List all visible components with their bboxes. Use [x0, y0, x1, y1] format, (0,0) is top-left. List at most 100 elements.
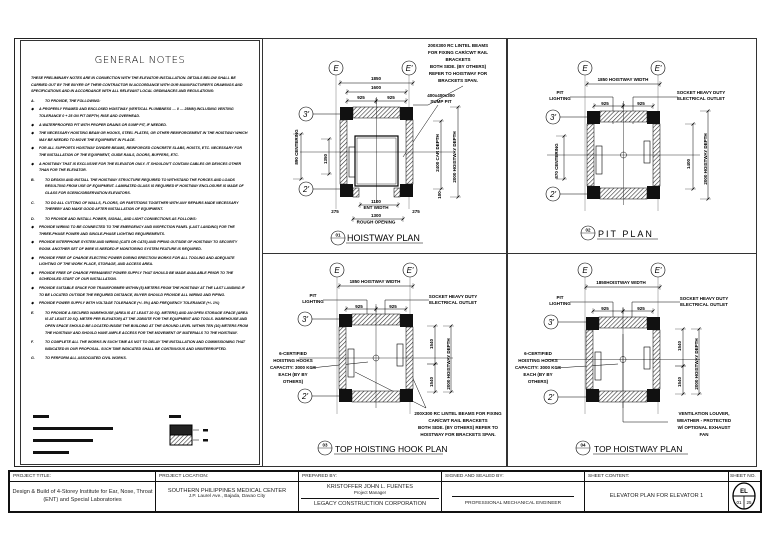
structural-column [647, 111, 660, 124]
preparer-role: Project Manager [353, 490, 387, 495]
legend-line-mark [33, 427, 113, 430]
dim-side: 1350 [323, 153, 328, 164]
hooks-callout-line: HOISTING HOOKS [518, 358, 558, 363]
door-jamb-right [393, 187, 401, 198]
hooks-callout-line: 6-CERTIFIED [279, 351, 308, 356]
legend-line-mark [33, 439, 93, 442]
top-hoisting-hook-plan-panel: 1850 HOISTWAY WIDTH 925 925 1540 1540 20… [262, 253, 507, 467]
notes-title: GENERAL NOTES [94, 55, 186, 66]
note-marker: C. [31, 200, 35, 205]
dim-upper: 1540 [677, 340, 682, 351]
lintel-callout-line: BOTH SIDE. (BY OTHERS) [430, 64, 487, 69]
view-number: 01 [335, 233, 341, 238]
lintel-callout-line: 200X300 RC LINTEL BEAMS [428, 43, 488, 48]
rail-bracket [643, 346, 651, 370]
note-section-item: G.To perform all associated civil works. [31, 355, 249, 362]
sump-callout-line: 400x400x300 [427, 93, 455, 98]
ventilation-callout-line: W/ OPTIONAL EXHAUST [678, 425, 731, 430]
note-text: To perform all associated civil works. [45, 356, 127, 361]
hooks-callout-line: EACH (BY BY [278, 372, 307, 377]
note-section-item: D.To provide and install power, signal, … [31, 216, 249, 223]
outlet-callout-line: ELECTRICAL OUTLET [680, 302, 728, 307]
location-address: J.P. Laurel Ave., Bajada, Davao City [188, 494, 266, 499]
note-marker: ◆ [31, 301, 34, 306]
note-text: To design and install the hoistway struc… [45, 177, 244, 195]
grid-label: E' [655, 64, 662, 73]
dim-hoistway-depth: 2000 HOISTWAY DEPTH [703, 133, 708, 184]
lighting-callout-line: LIGHTING [302, 299, 324, 304]
outlet-callout-line: SOCKET HEAVY DUTY [677, 90, 726, 95]
grid-label: E [333, 64, 339, 73]
plan-structure [293, 75, 461, 222]
view-title: TOP HOISTWAY PLAN [594, 444, 682, 454]
grid-label: 3' [302, 315, 308, 324]
note-text: To provide, the following: [45, 98, 101, 103]
dim-hoistway-depth: 2000 HOISTWAY DEPTH [452, 131, 457, 182]
grid-bubble [297, 388, 313, 404]
grid-bubble [545, 186, 561, 202]
prepared-by-label: PREPARED BY: [299, 472, 441, 482]
note-text: To provide and install power, signal, an… [45, 216, 197, 221]
outlet-callout-line: SOCKET HEAVY DUTY [429, 294, 478, 299]
outlet-callout-line: SOCKET HEAVY DUTY [680, 296, 729, 301]
note-marker: ◆ [31, 255, 34, 260]
note-marker: B. [31, 177, 35, 182]
sheet-code: EL [740, 489, 748, 495]
lighting-callout-line: PIT [309, 293, 316, 298]
note-text: Provide wiring to be connected to the em… [39, 225, 235, 236]
grid-label: E [582, 266, 588, 275]
note-marker: ◆ [31, 122, 34, 127]
note-marker: ◆ [31, 161, 34, 166]
legend-hatch-swatches [169, 424, 208, 446]
grid-label: E [582, 64, 588, 73]
dim-half-left: 925 [601, 306, 609, 311]
dim-half-left: 925 [355, 304, 363, 309]
legend-wall-swatch [169, 434, 193, 446]
preparer-divider [301, 498, 439, 499]
dim-lower: 1540 [429, 376, 434, 387]
grid-label: 2' [301, 392, 308, 401]
lighting-callout-line: LIGHTING [549, 96, 571, 101]
note-text: Provide free of charge permanent power s… [39, 270, 234, 282]
lintel-callout-line: BOTH SIDE. (BY OTHERS) REFER TO [418, 425, 499, 430]
grid-label: 3' [550, 113, 556, 122]
rail-bracket [594, 351, 602, 381]
project-location-label: PROJECT LOCATION: [156, 472, 298, 482]
note-bullet-item: ◆A hoistway that is exclusive for the el… [31, 161, 249, 174]
rail-bracket [643, 140, 651, 164]
grid-bubble [543, 389, 559, 405]
note-bullet-item: ◆Provide free of charge electric power d… [31, 255, 249, 268]
legend-heading-mark [33, 415, 49, 418]
rail-bracket [396, 343, 404, 367]
grid-bubble [298, 106, 314, 122]
view-number: 04 [580, 443, 586, 448]
note-marker: ◆ [31, 286, 34, 291]
note-section-item: B. To design and install the hoistway str… [31, 177, 249, 197]
legend-column-swatch [169, 424, 193, 436]
sheet-index: 01 [736, 500, 742, 505]
dim-width: 1850 HOISTWAY WIDTH [598, 77, 649, 82]
sheet-content-cell: SHEET CONTENT: ELEVATOR PLAN FOR ELEVATO… [585, 472, 729, 511]
dim-entrance-label: ENT WIDTH [364, 205, 389, 210]
dim-inner: 1600 [371, 85, 382, 90]
grid-bubble [329, 262, 345, 278]
structural-column [400, 184, 413, 197]
structural-column [587, 111, 600, 124]
note-bullet-item: ◆A properly framed and enclosed hoistway… [31, 106, 249, 119]
dim-half-right: 925 [389, 304, 397, 309]
dim-half-left: 925 [357, 95, 365, 100]
hooks-callout-line: OTHERS) [283, 379, 304, 384]
grid-label: E [334, 266, 340, 275]
structural-column [400, 389, 413, 402]
sheet-number-label: SHEET NO. [729, 472, 760, 482]
preparer-name: KRISTOFFER JOHN L. FUENTES [327, 484, 413, 490]
top-hoistway-plan-panel: 1850HOISTWAY WIDTH 925 925 1540 1540 200… [507, 253, 757, 467]
grid-bubble [543, 314, 559, 330]
note-marker: F. [31, 340, 34, 345]
structural-column [400, 314, 413, 327]
note-text: Provide suitable space for transformer w… [39, 286, 245, 297]
hoistway-plan-panel: 1850 1600 925 925 2400 CAR DEPTH 2000 HO… [262, 38, 507, 254]
view-number: 02 [585, 228, 591, 233]
dim-inner-depth: 1400 [686, 158, 691, 169]
note-marker: E. [31, 310, 35, 315]
